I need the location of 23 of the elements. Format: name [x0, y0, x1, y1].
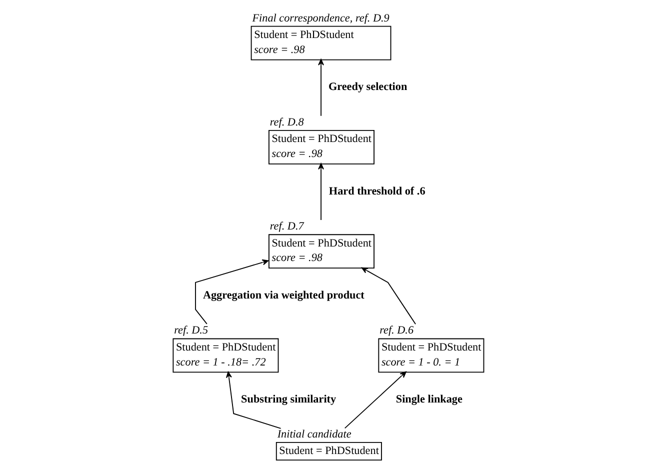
node-box: Student = PhDStudent score = 1 - 0. = 1: [378, 338, 484, 373]
node-label: Initial candidate: [276, 428, 351, 440]
arrow: [226, 371, 281, 429]
node-label: ref. D.6: [379, 324, 414, 337]
edge-label: Greedy selection: [328, 81, 407, 94]
arrow: [194, 259, 268, 324]
node-box: Student = PhDStudent score = .98: [250, 26, 391, 60]
edge-label: Aggregation via weighted product: [202, 289, 364, 302]
arrow: [344, 371, 406, 429]
arrow: [318, 163, 324, 220]
edge-label: Substring similarity: [240, 394, 336, 406]
edge-label: Hard threshold of .6: [328, 185, 425, 198]
node-label: ref. D.5: [174, 324, 208, 337]
arrow: [318, 58, 324, 116]
node-box: Student = PhDStudent score = .98: [268, 234, 374, 269]
node-label: ref. D.8: [269, 116, 304, 128]
node-label: ref. D.7: [269, 220, 304, 233]
edge-label: Single linkage: [395, 394, 462, 406]
node-label: Final correspondence, ref. D.9: [252, 12, 389, 24]
node-box: Student = PhDStudent: [275, 442, 382, 461]
arrow: [360, 267, 416, 325]
node-box: Student = PhDStudent score = .98: [268, 130, 374, 164]
node-box: Student = PhDStudent score = 1 - .18= .72: [172, 338, 278, 373]
